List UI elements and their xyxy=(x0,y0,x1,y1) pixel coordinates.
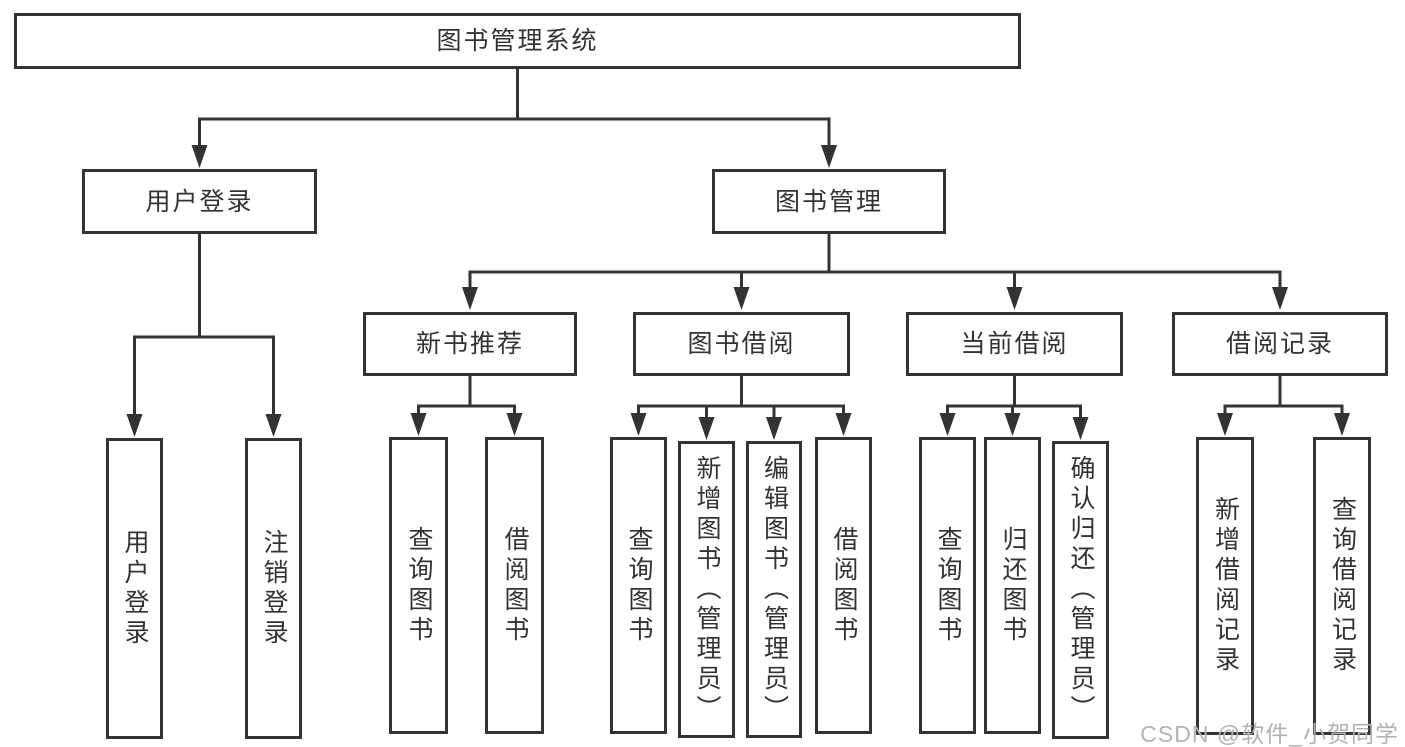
leaf-query-books-current: 查询图书 xyxy=(919,437,976,734)
node-library-management-system: 图书管理系统 xyxy=(14,13,1021,69)
node-label: 新增借阅记录 xyxy=(1211,496,1240,676)
leaf-user-login: 用户登录 xyxy=(106,438,163,739)
leaf-query-books-borrow: 查询图书 xyxy=(610,437,667,734)
node-label: 查询图书 xyxy=(405,525,433,646)
node-label: 借阅记录 xyxy=(1225,330,1334,358)
leaf-query-books-recommend: 查询图书 xyxy=(389,437,448,734)
leaf-add-books-admin: 新增图书（管理员） xyxy=(678,441,735,738)
leaf-logout-login: 注销登录 xyxy=(245,438,302,739)
leaf-borrow-books-borrow: 借阅图书 xyxy=(815,437,872,734)
node-label: 图书管理 xyxy=(774,187,883,216)
node-borrowing-records: 借阅记录 xyxy=(1172,312,1388,376)
node-label: 归还图书 xyxy=(999,525,1027,646)
node-label: 确认归还（管理员） xyxy=(1067,455,1095,725)
csdn-watermark: CSDN @软件_小贺同学 xyxy=(1140,721,1399,747)
node-label: 当前借阅 xyxy=(960,330,1069,358)
node-label: 图书管理系统 xyxy=(436,27,599,55)
node-label: 编辑图书（管理员） xyxy=(760,454,789,725)
node-label: 用户登录 xyxy=(145,187,254,216)
node-book-borrowing: 图书借阅 xyxy=(633,312,850,376)
node-new-book-recommendation: 新书推荐 xyxy=(363,312,577,376)
leaf-confirm-return-admin: 确认归还（管理员） xyxy=(1052,441,1109,739)
leaf-return-books: 归还图书 xyxy=(984,437,1041,734)
leaf-query-borrow-record: 查询借阅记录 xyxy=(1313,437,1371,735)
leaf-borrow-books-recommend: 借阅图书 xyxy=(485,437,544,734)
node-label: 借阅图书 xyxy=(501,525,529,646)
leaf-add-borrow-record: 新增借阅记录 xyxy=(1196,437,1254,735)
node-label: 新增图书（管理员） xyxy=(693,454,721,725)
node-book-management: 图书管理 xyxy=(712,169,946,234)
leaf-edit-books-admin: 编辑图书（管理员） xyxy=(746,441,802,738)
node-label: 查询图书 xyxy=(625,525,653,646)
node-label: 注销登录 xyxy=(260,528,288,649)
node-label: 查询借阅记录 xyxy=(1328,496,1357,676)
node-label: 图书借阅 xyxy=(687,330,796,358)
node-label: 查询图书 xyxy=(934,525,962,646)
node-label: 新书推荐 xyxy=(415,330,524,358)
node-current-borrowing: 当前借阅 xyxy=(906,312,1123,376)
node-user-login: 用户登录 xyxy=(82,169,317,234)
node-label: 用户登录 xyxy=(121,528,149,649)
node-label: 借阅图书 xyxy=(830,525,858,646)
